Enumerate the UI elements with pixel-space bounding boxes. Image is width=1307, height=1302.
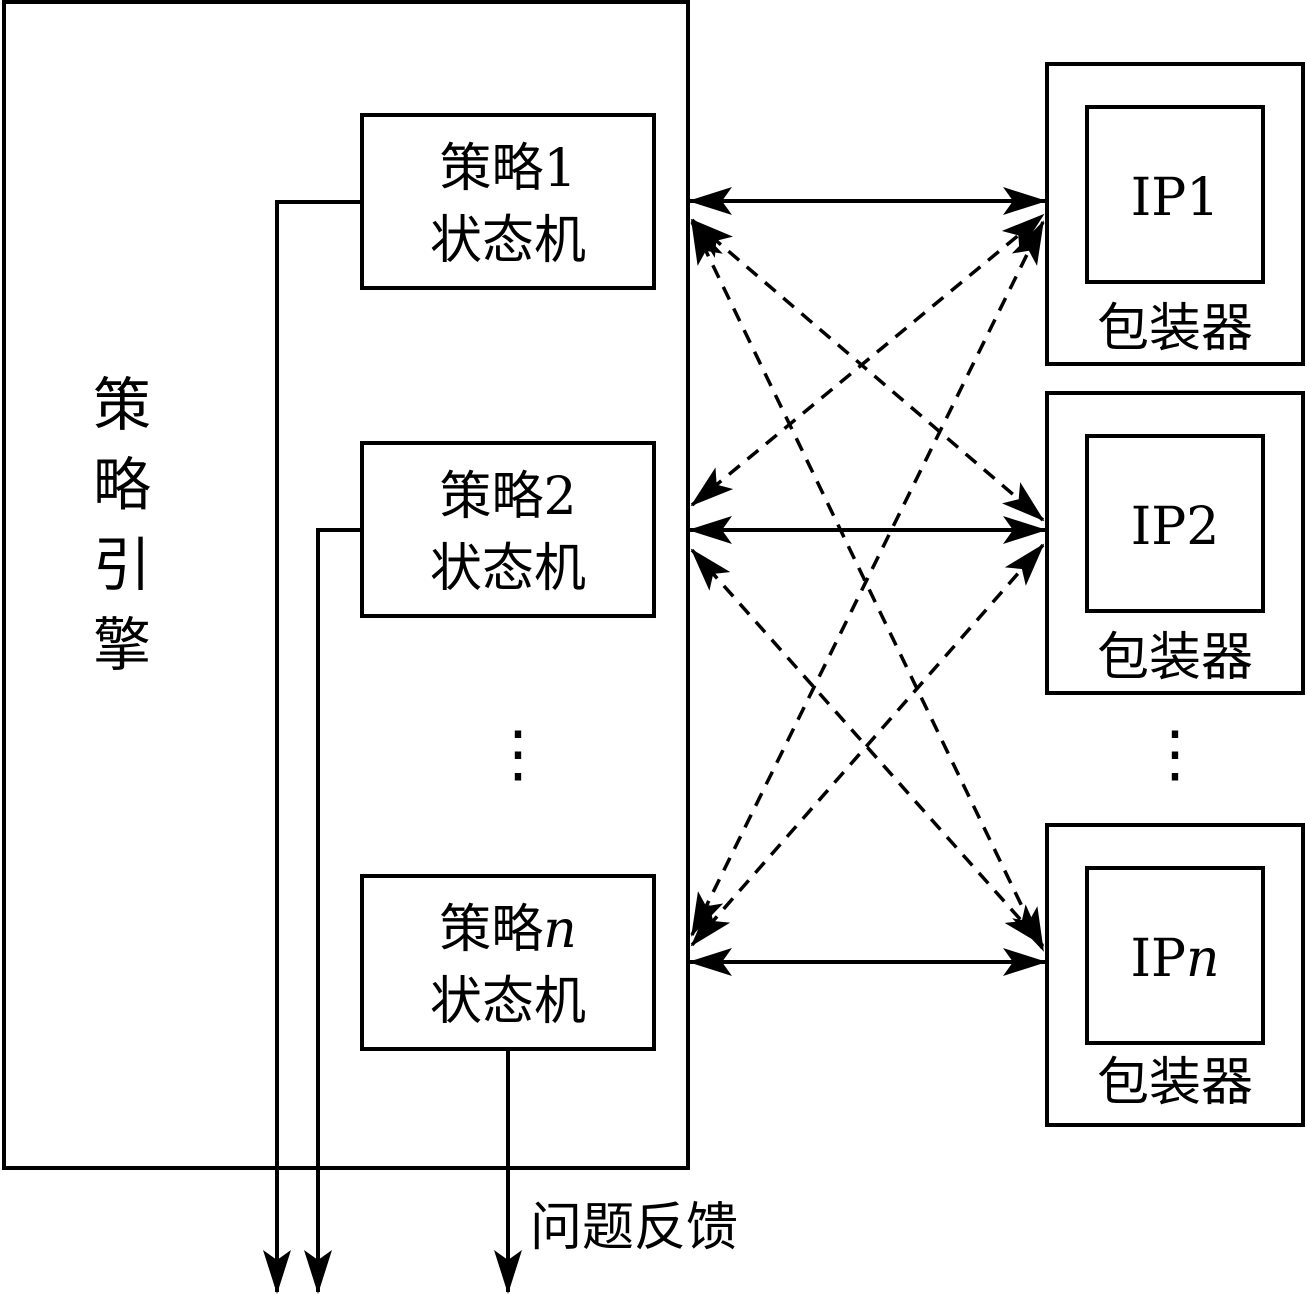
ip-core-box <box>1085 434 1265 613</box>
ip-core-box <box>1085 105 1265 284</box>
state-machine-title: 策略2 <box>439 467 576 527</box>
dashed-link-2-1 <box>690 213 1045 507</box>
feedback-label: 问题反馈 <box>530 1198 738 1258</box>
wrapper-n: IPn 包装器 <box>1045 823 1305 1127</box>
state-machine-ellipsis: ⋮ <box>487 717 549 790</box>
dashed-link-n-2 <box>690 543 1045 947</box>
dashed-link-1-2 <box>690 218 1045 522</box>
state-machine-title: 策略n <box>439 900 577 960</box>
state-machine-2: 策略2 状态机 <box>360 441 656 618</box>
state-machine-box <box>360 113 656 290</box>
dashed-link-n-1 <box>690 220 1045 937</box>
state-machine-subtitle: 状态机 <box>430 211 586 271</box>
state-machine-n: 策略n 状态机 <box>360 874 656 1051</box>
state-machine-box <box>360 441 656 618</box>
state-machine-subtitle: 状态机 <box>430 972 586 1032</box>
engine-label-char: 引 <box>93 531 151 599</box>
ip-core-label: IP1 <box>1131 168 1220 228</box>
engine-label-char: 略 <box>93 451 151 519</box>
wrapper-1: IP1 包装器 <box>1045 62 1305 366</box>
state-machine-subtitle: 状态机 <box>430 539 586 599</box>
wrapper-ellipsis: ⋮ <box>1144 717 1206 790</box>
ip-core-label: IPn <box>1130 929 1219 989</box>
wrapper-label: 包装器 <box>1097 1053 1253 1113</box>
state-machine-title: 策略1 <box>439 139 576 199</box>
wrapper-label: 包装器 <box>1097 628 1253 688</box>
state-machine-box <box>360 874 656 1051</box>
ip-core-label: IP2 <box>1131 497 1220 557</box>
engine-label-char: 策 <box>93 371 151 439</box>
state-machine-1: 策略1 状态机 <box>360 113 656 290</box>
ip-core-box <box>1085 866 1265 1045</box>
feedback-wire-1 <box>263 200 362 1294</box>
policy-engine-label: 策 略 引 擎 <box>93 371 151 679</box>
feedback-wire-2 <box>304 528 362 1294</box>
engine-label-char: 擎 <box>93 611 151 679</box>
wrapper-label: 包装器 <box>1097 299 1253 359</box>
wrapper-2: IP2 包装器 <box>1045 391 1305 695</box>
